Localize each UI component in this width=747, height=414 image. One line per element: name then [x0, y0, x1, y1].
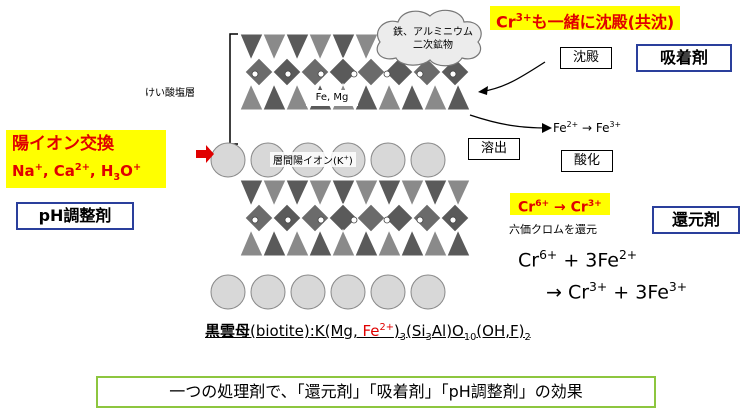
adsorbent-box: 吸着剤 [636, 44, 732, 72]
formula-sub-3: 3 [399, 332, 406, 343]
eq2-fe: + 3Fe [607, 281, 669, 304]
eq2-fe-charge: 3+ [668, 280, 688, 294]
eq1-fe: + 3Fe [557, 249, 619, 272]
lower-silicate-layer [239, 179, 471, 257]
silicate-layer-label: けい酸塩層 [145, 88, 195, 99]
cr-to-charge: 3+ [587, 199, 602, 209]
fe-oxidation-text: Fe2+ → Fe3+ [553, 120, 621, 135]
fe-arrow: → [581, 121, 593, 135]
cr-symbol: Cr [496, 12, 516, 32]
cr-charge: 3+ [515, 12, 532, 24]
interlayer-cation-label: 層間陽イオン(K+) [270, 152, 356, 167]
cloud-label: 鉄、アルミニウム 二次鉱物 [385, 26, 481, 52]
ion-h: H [100, 162, 114, 180]
cr-from-charge: 6+ [535, 199, 550, 209]
formula-fe-charge: 2+ [379, 322, 394, 333]
ion-ca-charge: 2+ [74, 162, 90, 173]
ion-na: Na [12, 162, 35, 180]
coprecipitation-text: も一緒に沈殿(共沈) [531, 12, 675, 32]
fe-left: Fe [553, 121, 567, 135]
formula-prefix: :K(Mg, [309, 322, 363, 340]
formula-al: Al)O [431, 322, 464, 340]
eq1-cr-charge: 6+ [539, 248, 558, 262]
ph-adjuster-box: pH調整剤 [16, 202, 134, 230]
formula-si-sub: 3 [425, 332, 432, 343]
arrows [196, 61, 552, 163]
interlayer-circles-upper [210, 142, 446, 178]
biotite-formula: 黒雲母(biotite):K(Mg, Fe2+)3(Si3Al)O10(OH,F… [205, 320, 531, 343]
cr-reduction-label: Cr6+ → Cr3+ [510, 193, 610, 216]
formula-end-sub: 2 [524, 332, 531, 343]
eq1-cr: Cr [518, 249, 540, 272]
formula-fe: Fe [362, 322, 380, 340]
eq1-fe-charge: 2+ [618, 248, 638, 262]
reduce-hex-text: 六価クロムを還元 [509, 223, 597, 236]
ion-h3o-charge: + [132, 162, 142, 173]
formula-oh: (OH,F) [476, 322, 525, 340]
cloud-line-1: 鉄、アルミニウム [393, 27, 473, 38]
fe-left-charge: 2+ [566, 120, 579, 129]
interlayer-circles-lower [210, 274, 446, 310]
interlayer-close: ) [348, 156, 353, 167]
precipitation-box: 沈殿 [560, 47, 612, 69]
oxidation-box: 酸化 [561, 150, 613, 172]
cation-exchange-box: 陽イオン交換 Na+, Ca2+, H3O+ [6, 130, 166, 188]
layer-brace [229, 33, 238, 145]
formula-o-sub: 10 [463, 332, 477, 343]
ion-h-sub: 3 [113, 172, 121, 183]
cation-exchange-title: 陽イオン交換 [12, 134, 114, 154]
equation-line-1: Cr6+ + 3Fe2+ [518, 248, 637, 271]
eq2-cr: → Cr [546, 281, 590, 304]
formula-latin: (biotite) [250, 322, 310, 340]
cr-arrow: → [554, 199, 566, 216]
interlayer-text: 層間陽イオン(K [273, 156, 344, 167]
cation-list: Na+, Ca2+, H3O+ [12, 162, 142, 183]
ion-na-charge: + [34, 162, 43, 173]
fe-right-charge: 3+ [609, 120, 622, 129]
interlayer-charge: + [343, 153, 349, 162]
cloud-shape [376, 9, 482, 67]
cr-to: Cr [570, 199, 588, 216]
coprecipitation-title: Cr3+も一緒に沈殿(共沈) [490, 6, 681, 32]
formula-close: ) [393, 322, 400, 340]
cloud-line-2: 二次鉱物 [413, 40, 453, 51]
reducing-agent-box: 還元剤 [652, 206, 740, 234]
ion-ca: Ca [53, 162, 75, 180]
equation-line-2: → Cr3+ + 3Fe3+ [546, 280, 687, 303]
formula-name: 黒雲母 [205, 322, 251, 340]
ion-o: O [120, 162, 133, 180]
fe-mg-label: Fe, Mg [306, 90, 358, 106]
fe-right: Fe [595, 121, 610, 135]
conclusion-box: 一つの処理剤で、「還元剤」「吸着剤」「pH調整剤」の効果 [96, 376, 656, 408]
formula-si: (Si [406, 322, 426, 340]
cr-from: Cr [518, 199, 536, 216]
elution-box: 溶出 [468, 138, 520, 160]
eq2-cr-charge: 3+ [589, 280, 608, 294]
